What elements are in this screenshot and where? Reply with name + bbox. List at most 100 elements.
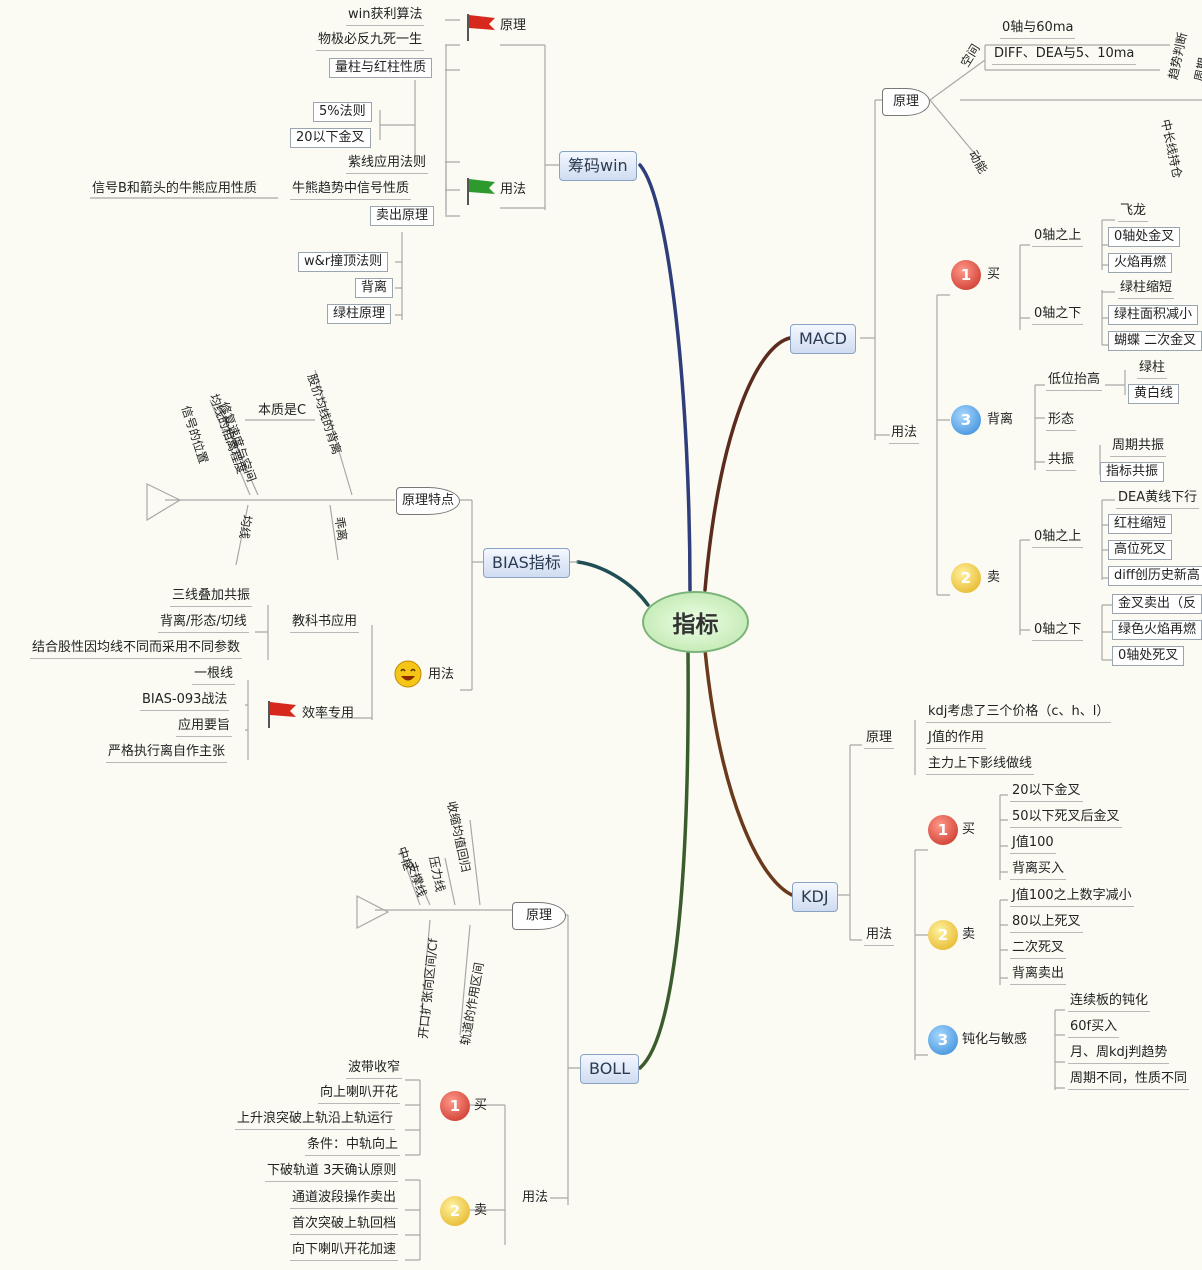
kdj-buy-item-1: 20以下金叉 bbox=[1010, 783, 1083, 802]
macd-kongjian-item-1: 0轴与60ma bbox=[1000, 20, 1076, 39]
bias-special: 效率专用 bbox=[302, 706, 355, 721]
kdj-sell-item-3: 二次死叉 bbox=[1010, 940, 1067, 959]
boll-sell-item-2: 通道波段操作卖出 bbox=[290, 1190, 399, 1209]
chouma-yuanli-item-1: win获利算法 bbox=[346, 7, 425, 26]
macd-gongzhen-item-1: 周期共振 bbox=[1110, 438, 1167, 457]
bias-special-item-4: 严格执行离自作主张 bbox=[106, 744, 228, 763]
macd-sell-above-4: diff创历史新高 bbox=[1108, 566, 1202, 586]
macd-buy-below-label: 0轴之下 bbox=[1032, 306, 1084, 325]
branch-boll bbox=[638, 650, 690, 1070]
macd-sell-above-1: DEA黄线下行 bbox=[1116, 490, 1200, 509]
chouma-yongfa-sub-2: 20以下金叉 bbox=[290, 128, 371, 148]
kdj-yongfa: 用法 bbox=[864, 927, 895, 946]
node-boll[interactable]: BOLL bbox=[580, 1054, 640, 1084]
sell-badge-icon: 2 bbox=[951, 563, 981, 593]
bias-feature: 原理特点 bbox=[396, 487, 460, 515]
sell-badge-icon: 2 bbox=[928, 920, 958, 950]
boll-yongfa: 用法 bbox=[522, 1190, 549, 1205]
chouma-yongfa-item-3: 卖出原理 bbox=[370, 206, 435, 226]
buy-badge-icon: 1 bbox=[928, 815, 958, 845]
kdj-sell-item-2: 80以上死叉 bbox=[1010, 914, 1083, 933]
macd-divergence: 背离 bbox=[987, 412, 1014, 427]
dun-badge-icon: 3 bbox=[928, 1025, 958, 1055]
red-flag-icon bbox=[266, 699, 300, 733]
macd-sell-above-2: 红柱缩短 bbox=[1108, 514, 1173, 534]
macd-low-item-2: 黄白线 bbox=[1128, 384, 1180, 404]
kdj-dun-item-4: 周期不同，性质不同 bbox=[1068, 1071, 1190, 1090]
kdj-buy-item-2: 50以下死叉后金叉 bbox=[1010, 809, 1122, 828]
chouma-yuanli: 原理 bbox=[500, 18, 527, 33]
chouma-yuanli-item-3: 量柱与红柱性质 bbox=[329, 58, 433, 78]
node-chouma[interactable]: 筹码win bbox=[559, 151, 637, 181]
macd-buy-above-3: 火焰再燃 bbox=[1108, 253, 1173, 273]
kdj-buy: 买 bbox=[962, 822, 976, 837]
boll-buy-item-1: 波带收窄 bbox=[346, 1060, 403, 1079]
boll-buy-item-4: 条件：中轨向上 bbox=[305, 1137, 401, 1156]
branch-chouma bbox=[638, 163, 692, 592]
macd-low-item-1: 绿柱 bbox=[1137, 360, 1168, 379]
macd-gongzhen-item-2: 指标共振 bbox=[1100, 462, 1165, 482]
macd-sell-below-2: 绿色火焰再燃 bbox=[1112, 620, 1202, 640]
kdj-dun-item-3: 月、周kdj判趋势 bbox=[1068, 1045, 1170, 1064]
red-flag-icon bbox=[465, 12, 499, 46]
chouma-yuanli-item-2: 物极必反九死一生 bbox=[316, 32, 425, 51]
node-kdj[interactable]: KDJ bbox=[792, 882, 838, 912]
bias-textbook-item-3: 结合股性因均线不同而采用不同参数 bbox=[30, 640, 243, 659]
bias-special-item-2: BIAS-093战法 bbox=[140, 692, 230, 711]
chouma-sell-item-1: w&r撞顶法则 bbox=[298, 252, 389, 272]
macd-yuanli: 原理 bbox=[882, 88, 930, 116]
node-macd[interactable]: MACD bbox=[790, 324, 856, 354]
kdj-dun-item-2: 60f买入 bbox=[1068, 1019, 1120, 1038]
boll-sell-item-3: 首次突破上轨回档 bbox=[290, 1216, 399, 1235]
branch-macd bbox=[703, 336, 792, 592]
macd-buy-below-3: 蝴蝶 二次金叉 bbox=[1108, 331, 1202, 351]
center-node[interactable]: 指标 bbox=[642, 591, 749, 653]
bias-textbook: 教科书应用 bbox=[290, 614, 360, 633]
macd-sell: 卖 bbox=[987, 570, 1001, 585]
chouma-yongfa-item-1: 紫线应用法则 bbox=[346, 155, 429, 174]
bias-fish-top-1: 本质是C bbox=[258, 403, 307, 418]
kdj-yuanli-item-2: J值的作用 bbox=[926, 730, 986, 749]
bias-yongfa: 用法 bbox=[428, 667, 455, 682]
chouma-sell-item-3: 绿柱原理 bbox=[327, 304, 392, 324]
boll-sell: 卖 bbox=[474, 1203, 488, 1218]
chouma-yongfa: 用法 bbox=[500, 182, 527, 197]
boll-buy-item-3: 上升浪突破上轨沿上轨运行 bbox=[235, 1111, 396, 1130]
kdj-sell-item-1: J值100之上数字减小 bbox=[1010, 888, 1134, 907]
boll-sell-item-4: 向下喇叭开花加速 bbox=[290, 1242, 399, 1261]
macd-kongjian-item-2: DIFF、DEA与5、10ma bbox=[992, 46, 1137, 65]
macd-buy-above-2: 0轴处金叉 bbox=[1108, 227, 1181, 247]
kdj-yuanli-item-3: 主力上下影线做线 bbox=[926, 756, 1035, 775]
kdj-dun-item-1: 连续板的钝化 bbox=[1068, 993, 1151, 1012]
kdj-yuanli-item-1: kdj考虑了三个价格（c、h、l） bbox=[926, 704, 1112, 723]
macd-buy-below-1: 绿柱缩短 bbox=[1118, 280, 1175, 299]
branch-bias bbox=[576, 560, 650, 607]
boll-buy-item-2: 向上喇叭开花 bbox=[318, 1085, 401, 1104]
macd-buy-below-2: 绿柱面积减小 bbox=[1108, 305, 1199, 325]
green-flag-icon bbox=[465, 176, 499, 210]
bias-special-item-3: 应用要旨 bbox=[176, 718, 233, 737]
macd-sell-below-label: 0轴之下 bbox=[1032, 622, 1084, 641]
chouma-yongfa-item-2: 牛熊趋势中信号性质 bbox=[290, 181, 412, 200]
kdj-sell-item-4: 背离卖出 bbox=[1010, 966, 1067, 985]
bias-textbook-item-2: 背离/形态/切线 bbox=[158, 614, 249, 633]
kdj-buy-item-3: J值100 bbox=[1010, 835, 1056, 854]
chouma-signal-note: 信号B和箭头的牛熊应用性质 bbox=[92, 181, 257, 196]
chouma-sell-item-2: 背离 bbox=[355, 278, 394, 298]
macd-gongzhen: 共振 bbox=[1046, 452, 1077, 471]
macd-sell-below-3: 0轴处死叉 bbox=[1112, 646, 1185, 666]
sell-badge-icon: 2 bbox=[440, 1196, 470, 1226]
chouma-yongfa-sub-1: 5%法则 bbox=[313, 102, 372, 122]
node-bias[interactable]: BIAS指标 bbox=[483, 548, 570, 578]
divergence-badge-icon: 3 bbox=[951, 405, 981, 435]
macd-xingtai: 形态 bbox=[1046, 412, 1077, 431]
boll-buy: 买 bbox=[474, 1098, 488, 1113]
buy-badge-icon: 1 bbox=[951, 260, 981, 290]
kdj-sell: 卖 bbox=[962, 927, 976, 942]
bias-special-item-1: 一根线 bbox=[192, 666, 236, 685]
bias-textbook-item-1: 三线叠加共振 bbox=[170, 588, 253, 607]
kdj-buy-item-4: 背离买入 bbox=[1010, 861, 1067, 880]
buy-badge-icon: 1 bbox=[440, 1091, 470, 1121]
smiley-icon bbox=[393, 659, 423, 693]
